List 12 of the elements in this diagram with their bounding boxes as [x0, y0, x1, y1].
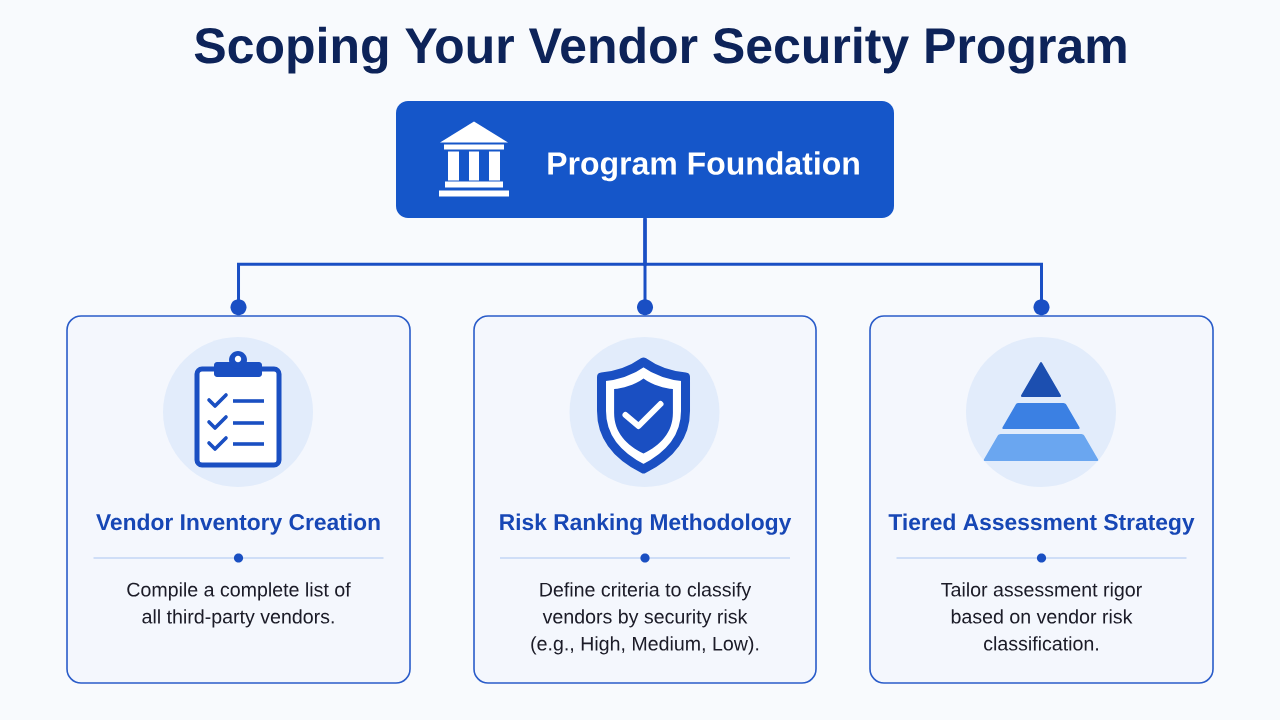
- card: [66, 315, 411, 684]
- connector: [643, 218, 1050, 316]
- title: Scoping Your Vendor Security Program: [194, 26, 1126, 74]
- card-description: Tailor assessment rigor based on vendor risk classification.: [941, 582, 1142, 651]
- card-description: Define criteria to classify vendors by security risk (e.g., High, Medium, Low).: [531, 582, 759, 655]
- card-description: Compile a complete list of all third-party vendors.: [127, 582, 351, 628]
- card: [473, 315, 817, 684]
- card: [869, 315, 1214, 684]
- header-box: Program Foundation: [396, 101, 894, 218]
- card-title: Tiered Assessment Strategy: [888, 513, 1195, 535]
- card-title: Risk Ranking Methodology: [500, 513, 792, 535]
- card-title: Vendor Inventory Creation: [96, 513, 380, 535]
